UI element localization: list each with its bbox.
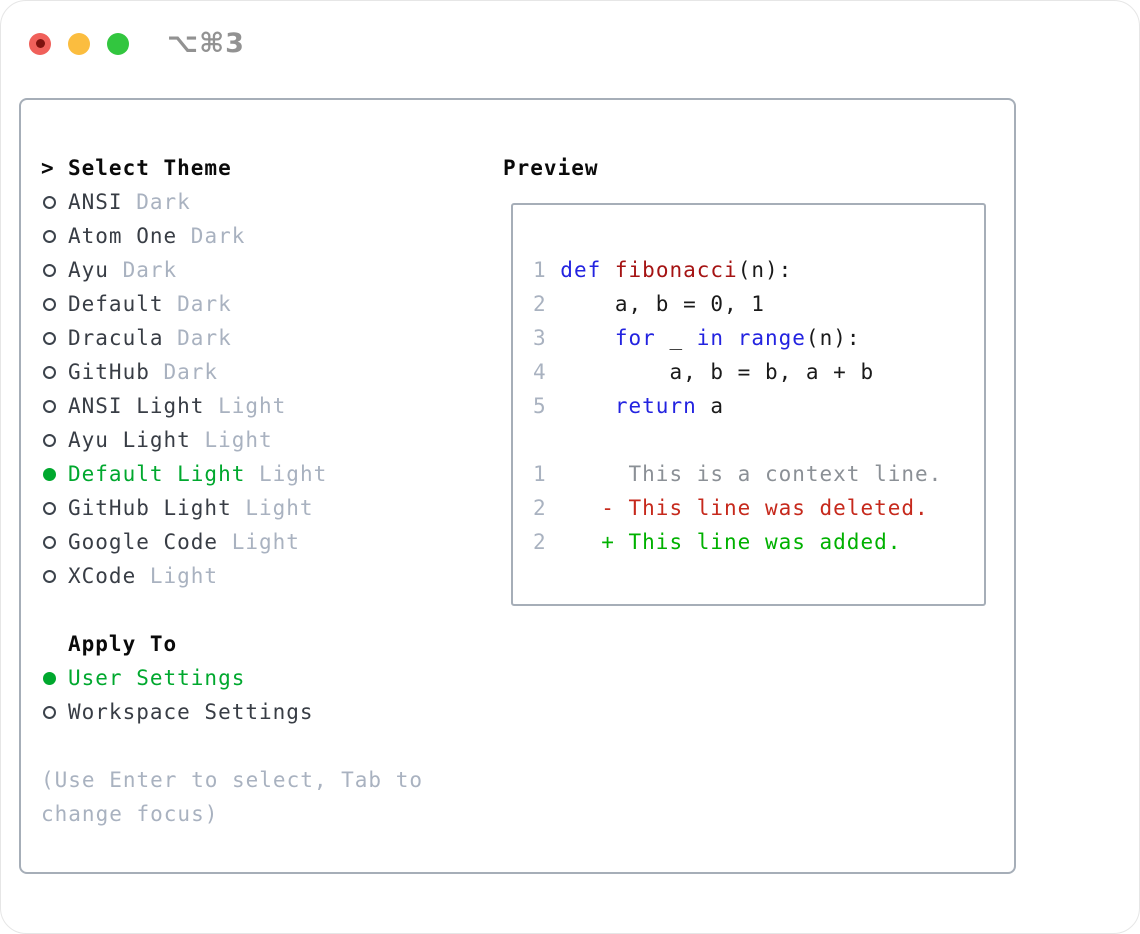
radio-icon [43, 195, 56, 209]
item-label: Dracula [68, 326, 164, 350]
theme-item-ansi-light[interactable]: ANSI Light Light [41, 389, 496, 423]
focus-caret-icon: > [41, 156, 55, 180]
line-number: 3 [533, 326, 561, 350]
item-label: Workspace Settings [68, 700, 314, 724]
item-label: GitHub [68, 360, 150, 384]
item-label: GitHub Light [68, 496, 232, 520]
line-number: 2 [533, 496, 561, 520]
item-variant-tag: Dark [163, 326, 232, 350]
item-label: Google Code [68, 530, 219, 554]
item-variant-tag: Light [204, 394, 287, 418]
theme-item-google-code[interactable]: Google Code Light [41, 525, 496, 559]
item-variant-tag: Light [136, 564, 219, 588]
line-number: 4 [533, 360, 561, 384]
radio-icon [43, 399, 56, 413]
line-number: 5 [533, 394, 561, 418]
item-variant-tag: Light [245, 462, 328, 486]
diff-added-line: 2 + This line was added. [533, 530, 902, 554]
radio-icon [43, 501, 56, 515]
theme-item-ansi[interactable]: ANSI Dark [41, 185, 496, 219]
item-label: Atom One [68, 224, 178, 248]
help-text: (Use Enter to select, Tab to change focu… [41, 768, 424, 826]
radio-icon [43, 263, 56, 277]
radio-icon [43, 331, 56, 345]
item-variant-tag: Light [218, 530, 300, 554]
item-label: ANSI Light [68, 394, 205, 418]
radio-icon [43, 535, 56, 549]
spacer [41, 729, 496, 763]
apply-to-title: Apply To [41, 627, 496, 661]
item-variant-tag: Light [190, 428, 273, 452]
item-label: Default Light [68, 462, 246, 486]
radio-selected-icon [43, 671, 56, 685]
select-theme-label: Select Theme [68, 156, 232, 180]
preview-title: Preview [503, 156, 599, 180]
item-label: ANSI [68, 190, 123, 214]
spacer [41, 593, 496, 627]
item-label: XCode [68, 564, 137, 588]
radio-icon [43, 229, 56, 243]
blank-line [533, 423, 984, 457]
item-label: User Settings [68, 666, 246, 690]
radio-icon [43, 705, 56, 719]
item-variant-tag: Dark [149, 360, 219, 384]
theme-item-dracula[interactable]: Dracula Dark [41, 321, 496, 355]
theme-item-ayu-light[interactable]: Ayu Light Light [41, 423, 496, 457]
theme-item-xcode[interactable]: XCode Light [41, 559, 496, 593]
code-line: 1 def fibonacci(n): [533, 258, 793, 282]
line-number: 2 [533, 292, 561, 316]
radio-icon [43, 297, 56, 311]
radio-icon [43, 569, 56, 583]
code-line: 5 return a [533, 394, 725, 418]
diff-deleted-line: 2 - This line was deleted. [533, 496, 929, 520]
item-label: Default [68, 292, 164, 316]
zoom-button[interactable] [107, 32, 129, 55]
item-variant-tag: Dark [122, 190, 191, 214]
theme-item-default-light[interactable]: Default Light Light [41, 457, 496, 491]
close-button[interactable] [29, 32, 51, 55]
focus-dot-icon [35, 39, 45, 48]
item-label: Ayu Light [68, 428, 191, 452]
apply-option-user-settings[interactable]: User Settings [41, 661, 496, 695]
apply-to-label: Apply To [68, 632, 178, 656]
line-number: 2 [533, 530, 561, 554]
diff-context-line: 1 This is a context line. [533, 462, 943, 486]
theme-item-ayu[interactable]: Ayu Dark [41, 253, 496, 287]
minimize-button[interactable] [68, 32, 90, 55]
item-variant-tag: Dark [163, 292, 232, 316]
window-titlebar: ⌥⌘3 [29, 28, 245, 59]
apply-option-workspace-settings[interactable]: Workspace Settings [41, 695, 496, 729]
radio-icon [43, 433, 56, 447]
window-shortcut: ⌥⌘3 [167, 28, 245, 59]
item-label: Ayu [68, 258, 109, 282]
line-number: 1 [533, 462, 561, 486]
item-variant-tag: Light [231, 496, 314, 520]
item-variant-tag: Dark [108, 258, 178, 282]
item-variant-tag: Dark [177, 224, 246, 248]
radio-icon [43, 365, 56, 379]
preview-box: 1 def fibonacci(n): 2 a, b = 0, 1 3 for _ … [511, 203, 986, 606]
code-line: 3 for _ in range(n): [533, 326, 861, 350]
code-line: 4 a, b = b, a + b [533, 360, 875, 384]
theme-item-default[interactable]: Default Dark [41, 287, 496, 321]
preview-code: 1 def fibonacci(n): 2 a, b = 0, 1 3 for _ … [533, 253, 984, 559]
theme-item-github[interactable]: GitHub Dark [41, 355, 496, 389]
line-number: 1 [533, 258, 561, 282]
code-line: 2 a, b = 0, 1 [533, 292, 765, 316]
select-theme-title: > Select Theme [41, 151, 496, 185]
theme-item-atom-one[interactable]: Atom One Dark [41, 219, 496, 253]
radio-selected-icon [43, 467, 56, 481]
theme-item-github-light[interactable]: GitHub Light Light [41, 491, 496, 525]
